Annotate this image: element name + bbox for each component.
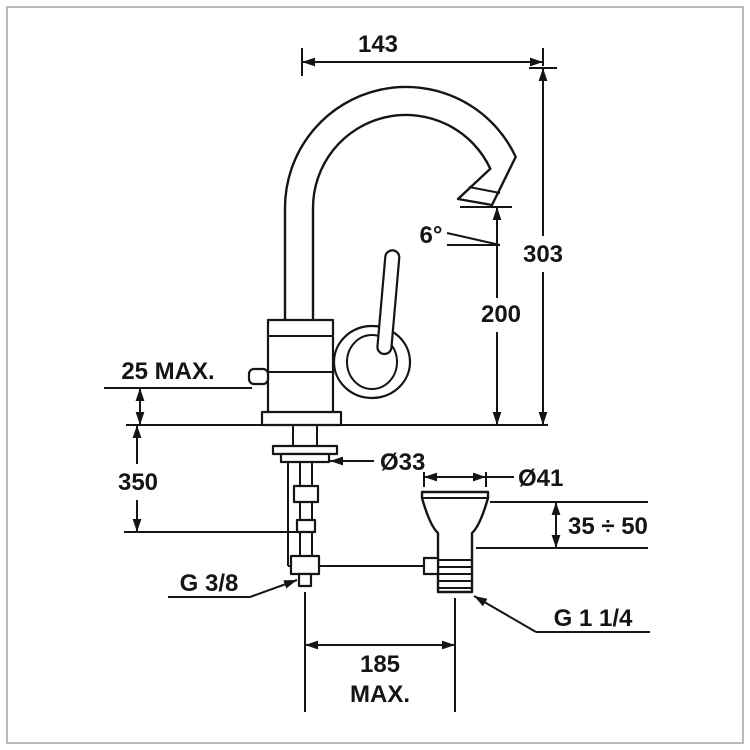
handle-lever bbox=[376, 249, 401, 356]
supply-nut bbox=[289, 554, 321, 576]
waste-threads bbox=[438, 559, 472, 589]
faucet-body bbox=[266, 318, 335, 418]
dim-label-flange-diameter: Ø41 bbox=[518, 465, 563, 492]
dim-label-waste-thread: G 1 1/4 bbox=[554, 605, 633, 632]
aerator-line bbox=[468, 186, 501, 194]
dim-spout-projection: 143 bbox=[301, 31, 544, 76]
handle-escutcheon bbox=[332, 324, 412, 400]
leader-line bbox=[249, 579, 298, 598]
supply-tail bbox=[297, 572, 313, 588]
dim-center-distance: 185 MAX. bbox=[304, 592, 456, 712]
dim-label-hose-length: 350 bbox=[118, 469, 158, 496]
dim-spout-angle: 6° bbox=[420, 222, 501, 249]
dim-label-total-height: 303 bbox=[523, 241, 563, 268]
dim-label-outlet-height: 200 bbox=[481, 301, 521, 328]
dim-supply-thread: G 3/8 bbox=[168, 570, 298, 598]
handle-escutcheon-inner bbox=[346, 334, 398, 390]
washer-upper bbox=[271, 444, 339, 456]
dim-total-height: 303 bbox=[523, 67, 563, 425]
dim-waste-thread: G 1 1/4 bbox=[473, 595, 650, 633]
dim-hose-length: 350 bbox=[118, 425, 298, 533]
dim-label-center-distance-suffix: MAX. bbox=[350, 681, 410, 708]
dim-label-hole-diameter: Ø33 bbox=[380, 449, 425, 476]
gooseneck-spout bbox=[283, 85, 517, 326]
dim-deck-thickness: 25 MAX. bbox=[104, 358, 252, 425]
hose-fitting-mid bbox=[295, 518, 317, 534]
popup-knob bbox=[247, 367, 270, 386]
dim-flange-diameter: Ø41 bbox=[423, 465, 563, 492]
dim-outlet-height: 200 bbox=[460, 206, 521, 425]
dim-label-deck-thickness: 25 MAX. bbox=[121, 358, 214, 385]
dim-hole-diameter: Ø33 bbox=[330, 449, 425, 476]
waste-body bbox=[420, 490, 490, 594]
deck-and-supply bbox=[126, 424, 548, 588]
dim-label-spout-projection: 143 bbox=[358, 31, 398, 58]
rod-pivot bbox=[422, 556, 440, 576]
hose-fitting-upper bbox=[292, 484, 320, 504]
dim-label-spout-angle: 6° bbox=[420, 222, 443, 249]
faucet-outline bbox=[247, 85, 517, 427]
angle-line bbox=[446, 232, 501, 246]
supply-tube bbox=[299, 462, 313, 556]
mounting-nut bbox=[279, 452, 331, 464]
leader-line bbox=[473, 595, 537, 633]
dim-label-waste-range: 35 ÷ 50 bbox=[568, 513, 648, 540]
dim-label-center-distance-value: 185 bbox=[360, 651, 400, 678]
dim-label-supply-thread: G 3/8 bbox=[180, 570, 239, 597]
base-plate bbox=[260, 410, 343, 427]
dim-waste-range: 35 ÷ 50 bbox=[476, 501, 648, 549]
waste-outline bbox=[420, 490, 490, 594]
page-border bbox=[6, 6, 744, 744]
